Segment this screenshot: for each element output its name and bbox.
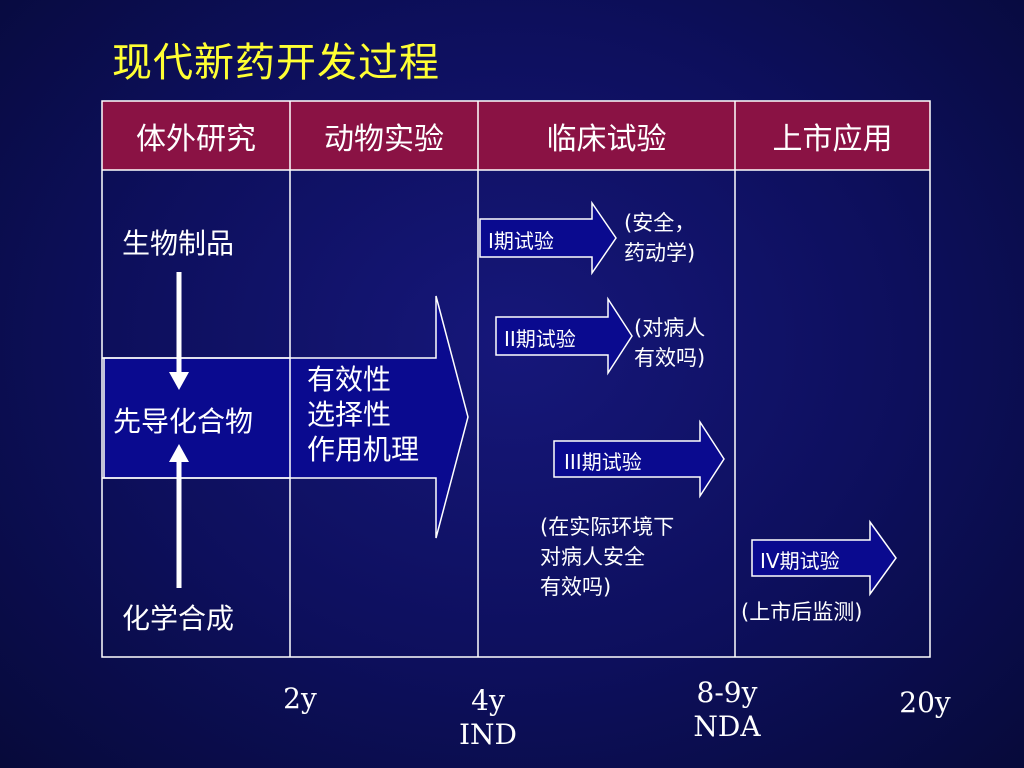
phase4-label: IV期试验 (760, 549, 840, 573)
selectivity-label: 选择性 (307, 398, 392, 431)
timeline-milestone: NDA (693, 710, 761, 743)
phase3-note: (在实际环境下 对病人安全 有效吗) (540, 512, 674, 602)
efficacy-label: 有效性 (307, 363, 392, 396)
header-animal: 动物实验 (324, 121, 444, 157)
phase1-note-line: (安全， (624, 211, 696, 235)
phase2-note: (对病人 有效吗) (634, 313, 705, 373)
phase1-note-line: 药动学) (624, 241, 696, 265)
mechanism-label: 作用机理 (307, 433, 420, 466)
arrow-up-head (169, 444, 189, 462)
table-header-row (102, 101, 930, 170)
animal-arrow-text: 有效性 选择性 作用机理 (307, 362, 419, 467)
lead-compound-label: 先导化合物 (113, 405, 254, 438)
arrow-down-head (169, 372, 189, 390)
timeline-year: 8-9y (696, 676, 758, 709)
phase2-label: II期试验 (504, 327, 576, 351)
timeline-year: 4y (471, 684, 505, 717)
timeline-2y: 2y (270, 682, 330, 716)
timeline-year: 20y (899, 686, 951, 719)
phase3-note-line: 对病人安全 (540, 545, 645, 569)
header-in-vitro: 体外研究 (136, 121, 256, 157)
phase2-arrow (495, 296, 633, 376)
table-border (101, 100, 931, 658)
header-clinical: 临床试验 (546, 121, 667, 157)
biologics-label: 生物制品 (122, 227, 235, 260)
timeline-year: 2y (283, 682, 317, 715)
phase4-note: (上市后监测) (741, 597, 862, 627)
phase4-arrow (751, 519, 897, 597)
timeline-20y: 20y (892, 686, 958, 720)
header-market: 上市应用 (772, 121, 893, 157)
phase1-arrow (479, 200, 617, 276)
phase3-arrow (553, 419, 725, 499)
phase2-note-line: (对病人 (634, 316, 706, 340)
phase2-note-line: 有效吗) (634, 346, 706, 370)
phase1-note: (安全， 药动学) (624, 208, 695, 268)
page-title: 现代新药开发过程 (112, 40, 440, 86)
timeline-milestone: IND (458, 718, 517, 751)
phase3-note-line: (在实际环境下 (540, 515, 675, 539)
phase1-label: I期试验 (488, 229, 554, 253)
phase4-note-line: (上市后监测) (741, 600, 863, 624)
phase3-note-line: 有效吗) (540, 575, 612, 599)
timeline-8-9y-nda: 8-9y NDA (682, 676, 772, 744)
phase3-label: III期试验 (564, 450, 642, 474)
chemical-synthesis-label: 化学合成 (122, 602, 235, 635)
timeline-4y-ind: 4y IND (448, 684, 528, 752)
